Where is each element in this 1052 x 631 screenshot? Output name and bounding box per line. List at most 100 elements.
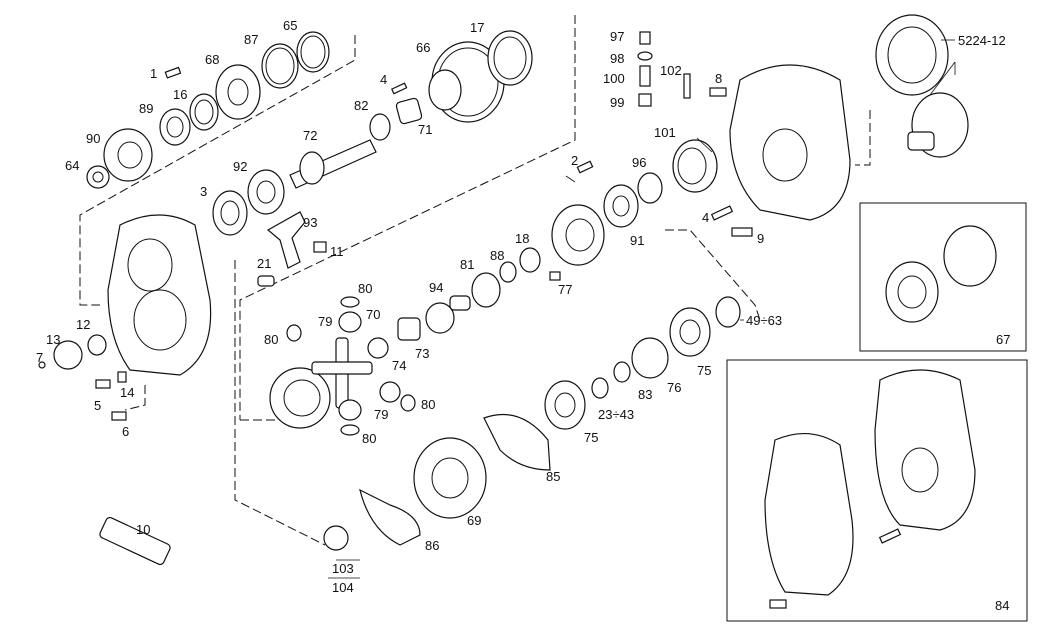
screw-8-part (709, 87, 727, 97)
seal-12-part (87, 334, 107, 356)
ring-18-part (519, 247, 541, 273)
label-66: 66 (416, 40, 430, 55)
pin-102-part (683, 73, 691, 99)
bushing-89-part (159, 108, 191, 146)
label-98: 98 (610, 51, 624, 66)
label-68: 68 (205, 52, 219, 67)
gasket-87-part (261, 43, 299, 89)
washer-80-right-part (400, 394, 416, 412)
gear-94-part (425, 295, 471, 334)
bearing-92-part (247, 169, 285, 215)
label-4-lower: 4 (702, 210, 709, 225)
label-82: 82 (354, 98, 368, 113)
label-80-left: 80 (264, 332, 278, 347)
housing-left-part (107, 214, 212, 376)
nut-14-part (117, 371, 127, 383)
leader-lines (328, 39, 956, 579)
ring-96-part (637, 172, 663, 204)
gear-set-5224-part (875, 14, 969, 158)
label-79-upper: 79 (318, 314, 332, 329)
label-103: 103 (332, 561, 354, 576)
plug-13-part (53, 340, 83, 370)
label-13: 13 (46, 332, 60, 347)
label-73: 73 (415, 346, 429, 361)
ring-49-63-part (715, 296, 741, 328)
pin-4-upper-part (391, 82, 408, 95)
label-97: 97 (610, 29, 624, 44)
bearing-75-left-part (544, 380, 586, 430)
label-9: 9 (757, 231, 764, 246)
label-91: 91 (630, 233, 644, 248)
label-104: 104 (332, 580, 354, 595)
label-17: 17 (470, 20, 484, 35)
label-71: 71 (418, 122, 432, 137)
label-64: 64 (65, 158, 79, 173)
label-80-bottom: 80 (362, 431, 376, 446)
label-65: 65 (283, 18, 297, 33)
label-79-lower: 79 (374, 407, 388, 422)
sealant-tube-10-part (99, 516, 171, 566)
ring-81-part (471, 272, 501, 308)
label-72: 72 (303, 128, 317, 143)
housing-right-part (729, 64, 851, 221)
label-96: 96 (632, 155, 646, 170)
nut-64-part (86, 165, 110, 189)
label-74: 74 (392, 358, 406, 373)
label-89: 89 (139, 101, 153, 116)
shim-23-43-part (591, 377, 609, 399)
label-11: 11 (330, 244, 344, 259)
label-23-43: 23÷43 (598, 407, 634, 422)
gear-79-lower-part (338, 399, 362, 421)
gear-74-part (367, 337, 389, 359)
screw-6-part (111, 411, 127, 421)
label-101: 101 (654, 125, 676, 140)
label-2: 2 (571, 153, 578, 168)
inset-84-box (726, 359, 1028, 622)
shield-85-part (483, 413, 551, 471)
screw-1-part (164, 66, 182, 79)
ring-82-part (369, 113, 391, 141)
label-14: 14 (120, 385, 134, 400)
label-21: 21 (257, 256, 271, 271)
label-99: 99 (610, 95, 624, 110)
label-18: 18 (515, 231, 529, 246)
washer-98-part (637, 51, 653, 61)
label-7: 7 (36, 350, 43, 365)
label-94: 94 (429, 280, 443, 295)
spring-100-part (639, 65, 651, 87)
label-80-top: 80 (358, 281, 372, 296)
pin-77-part (549, 271, 561, 281)
label-75-left: 75 (584, 430, 598, 445)
screw-7-part (38, 361, 46, 369)
part-21 (257, 275, 275, 287)
flange-90-part (103, 128, 153, 182)
washer-80-left-part (286, 324, 302, 342)
bearing-101-part (672, 139, 718, 193)
inset-67-box (859, 202, 1027, 352)
ring-88-part (499, 261, 517, 283)
label-77: 77 (558, 282, 572, 297)
screw-2-part (576, 160, 594, 174)
label-4-upper: 4 (380, 72, 387, 87)
bearing-75-right-part (669, 307, 711, 357)
label-1: 1 (150, 66, 157, 81)
label-85: 85 (546, 469, 560, 484)
washer-80-bottom-part (340, 424, 360, 436)
label-12: 12 (76, 317, 90, 332)
plate-86-part (359, 488, 421, 546)
ring-83-part (613, 361, 631, 383)
seal-17-part (487, 30, 533, 86)
bearing-91-part (603, 184, 639, 228)
screw-97-part (639, 31, 651, 45)
label-87: 87 (244, 32, 258, 47)
label-80-right: 80 (421, 397, 435, 412)
seal-ring-65-part (296, 31, 330, 73)
label-75-right: 75 (697, 363, 711, 378)
label-69: 69 (467, 513, 481, 528)
bearing-3-part (212, 190, 248, 236)
label-92: 92 (233, 159, 247, 174)
assembly-guide-lines (79, 15, 871, 546)
label-5224-12: 5224-12 (958, 33, 1006, 48)
label-6: 6 (122, 424, 129, 439)
